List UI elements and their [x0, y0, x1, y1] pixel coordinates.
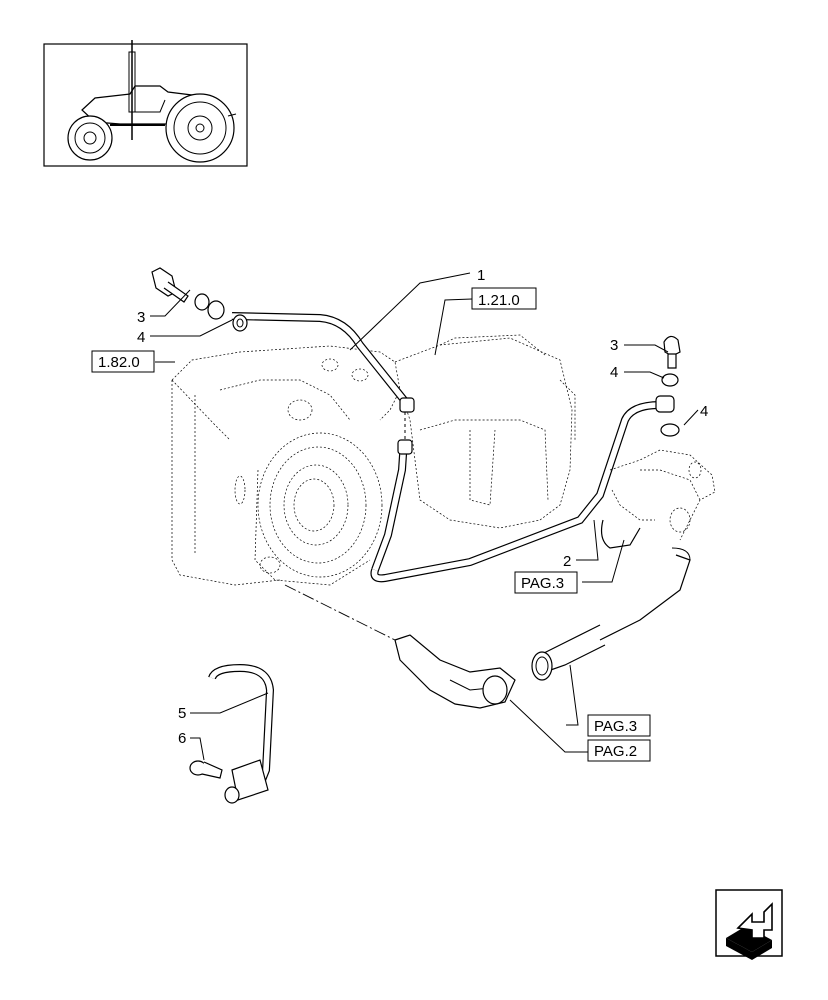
right-bolt — [663, 335, 681, 369]
reference-box-1-82-0[interactable]: 1.82.0 — [91, 350, 155, 373]
pump-assembly — [599, 449, 716, 641]
callout-4-right-lower: 4 — [700, 403, 708, 420]
transmission-housing — [171, 334, 576, 586]
callout-3-right: 3 — [610, 337, 618, 354]
callout-4-right-upper: 4 — [610, 364, 618, 381]
tractor-icon — [67, 40, 237, 163]
left-washer-upper — [194, 293, 210, 311]
reference-box-pag2[interactable]: PAG.2 — [587, 739, 651, 762]
reference-text-pag3-upper: PAG.3 — [521, 575, 564, 592]
next-page-arrow-icon[interactable] — [715, 889, 783, 960]
callout-2: 2 — [563, 553, 571, 570]
reference-text-1-21-0: 1.21.0 — [478, 292, 520, 309]
pipe-5 — [208, 663, 275, 804]
reference-text-pag3-lower: PAG.3 — [594, 718, 637, 735]
tractor-thumbnail — [43, 40, 248, 167]
pipe-2 — [370, 395, 675, 583]
callout-5: 5 — [178, 705, 186, 722]
centerline — [284, 584, 396, 641]
reference-box-pag3-lower[interactable]: PAG.3 — [587, 714, 651, 737]
right-washer-upper — [661, 373, 679, 387]
left-washer-lower — [232, 314, 248, 332]
leader-lines — [150, 272, 699, 761]
left-banjo-fitting — [207, 300, 225, 320]
callout-3-left: 3 — [137, 309, 145, 326]
callout-1: 1 — [477, 267, 485, 284]
screw-6 — [189, 760, 223, 779]
reference-text-1-82-0: 1.82.0 — [98, 354, 140, 371]
right-washer-lower — [660, 423, 680, 437]
reference-box-pag3-upper[interactable]: PAG.3 — [514, 571, 578, 594]
pipe-1 — [231, 312, 415, 572]
reference-box-1-21-0[interactable]: 1.21.0 — [471, 287, 537, 310]
left-bolt — [151, 267, 189, 303]
callout-6: 6 — [178, 730, 186, 747]
reference-text-pag2: PAG.2 — [594, 743, 637, 760]
callout-4-left: 4 — [137, 329, 145, 346]
lower-hose — [394, 624, 606, 709]
